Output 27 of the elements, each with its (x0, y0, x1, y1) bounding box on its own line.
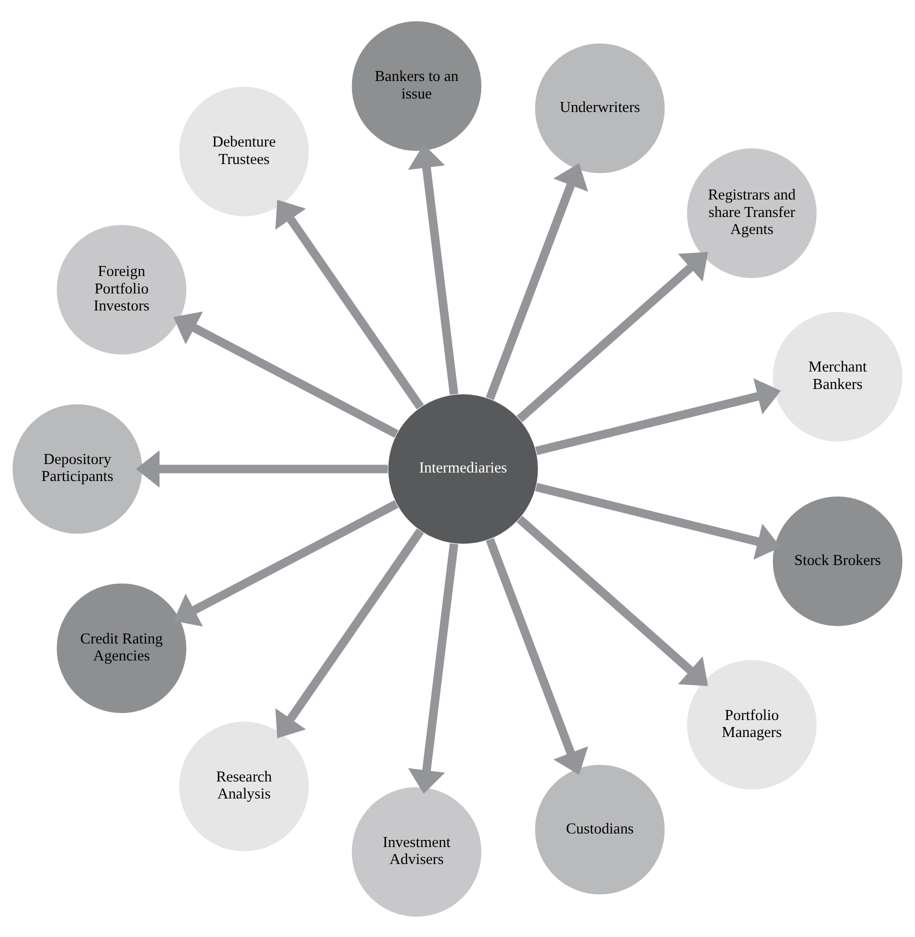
arrow (136, 450, 388, 488)
node-circle: Underwriters (534, 42, 666, 174)
node-circle: Intermediaries (387, 392, 539, 544)
node-circle: Investment Advisers (350, 786, 482, 918)
arrow (173, 310, 398, 438)
arrow (275, 528, 424, 738)
node-circle: Debenture Trustees (178, 85, 310, 217)
arrow (486, 162, 588, 400)
node-circle: Bankers to an issue (350, 20, 482, 152)
arrow (173, 500, 398, 626)
arrow (535, 378, 781, 455)
arrow (408, 144, 458, 394)
node-circle: Custodians (534, 763, 666, 895)
arrow (535, 482, 781, 560)
node-circle: Research Analysis (178, 720, 310, 852)
node-circle: Stock Brokers (772, 495, 904, 627)
node-circle: Foreign Portfolio Investors (56, 223, 188, 355)
node-circle: Registrars and share Transfer Agents (686, 146, 818, 278)
arrow (516, 515, 708, 686)
node-circle: Credit Rating Agencies (56, 582, 188, 714)
arrow (408, 542, 458, 794)
node-circle: Portfolio Managers (686, 658, 818, 790)
arrow (516, 252, 708, 422)
arrow (275, 199, 424, 409)
node-circle: Depository Participants (12, 402, 144, 534)
node-circle: Merchant Bankers (772, 310, 904, 442)
arrow (486, 537, 588, 774)
